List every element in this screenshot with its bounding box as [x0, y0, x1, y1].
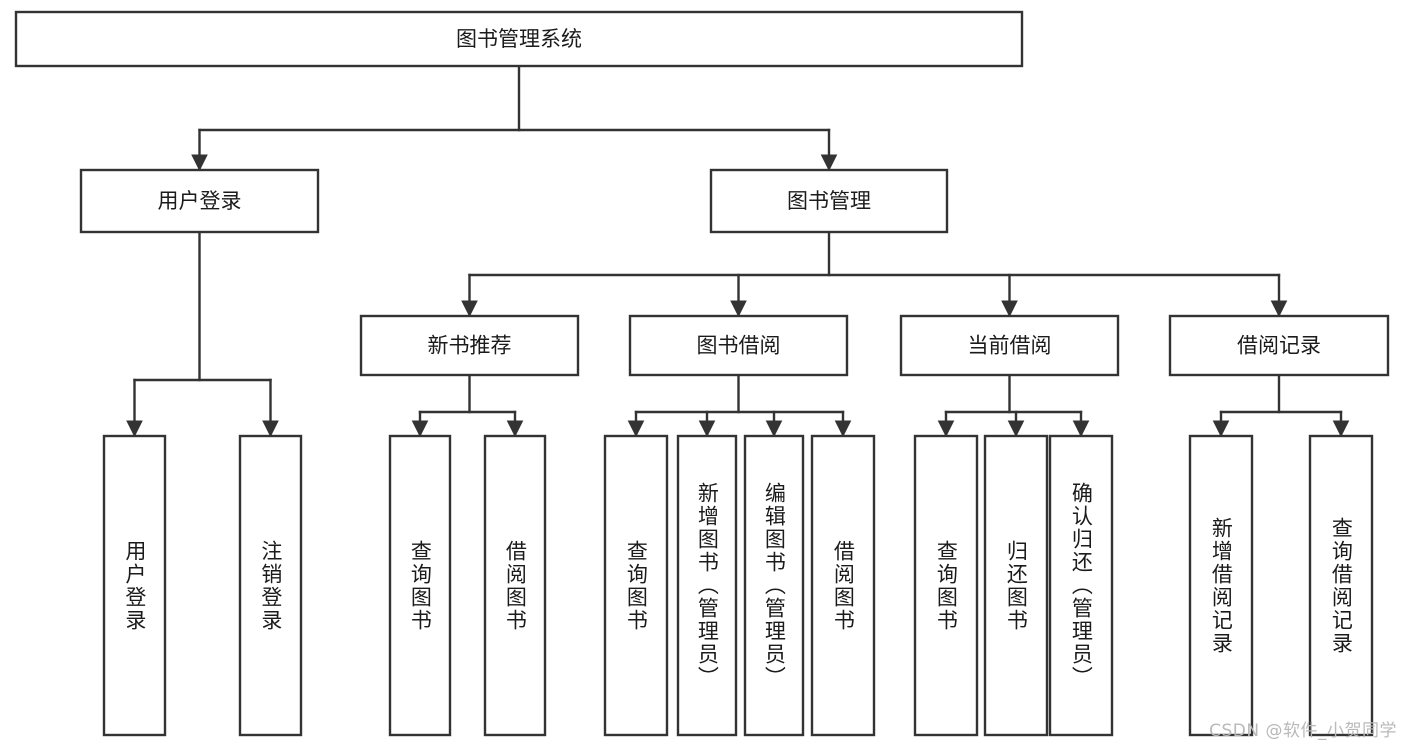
- leaf-box-leaf-return-book[interactable]: [983, 434, 1049, 737]
- leaf-box-leaf-logout-login[interactable]: [238, 434, 303, 737]
- node-label-borrow-record: 借阅记录: [1237, 334, 1321, 358]
- root-node-label: 图书管理系统: [456, 27, 582, 51]
- boxes-layer: [14, 10, 1390, 737]
- leaf-box-leaf-edit-book[interactable]: [743, 434, 805, 737]
- node-box-user-login[interactable]: [79, 168, 320, 234]
- leaf-box-leaf-query-book-1[interactable]: [388, 434, 452, 737]
- csdn-watermark: CSDN @软件_小贺同学: [1209, 721, 1397, 741]
- node-box-new-book-recommend[interactable]: [359, 314, 580, 377]
- node-box-borrow-record[interactable]: [1168, 314, 1390, 377]
- leaf-box-leaf-borrow-book-1[interactable]: [483, 434, 547, 737]
- node-label-new-book-recommend: 新书推荐: [428, 334, 512, 358]
- root-node-box[interactable]: [14, 10, 1024, 68]
- node-label-user-login: 用户登录: [158, 189, 242, 213]
- node-label-book-borrow: 图书借阅: [697, 334, 781, 358]
- leaf-box-leaf-borrow-book-2[interactable]: [810, 434, 876, 737]
- node-box-book-borrow[interactable]: [628, 314, 849, 377]
- leaf-box-leaf-query-book-3[interactable]: [913, 434, 979, 737]
- node-box-current-borrow[interactable]: [899, 314, 1120, 377]
- node-box-book-manage[interactable]: [709, 168, 949, 234]
- connectors-layer: [126, 64, 1350, 438]
- node-label-book-manage: 图书管理: [787, 189, 871, 213]
- leaf-box-leaf-confirm-return[interactable]: [1048, 434, 1114, 737]
- leaf-box-leaf-user-login[interactable]: [102, 434, 167, 737]
- leaf-box-leaf-add-record[interactable]: [1188, 434, 1254, 737]
- node-label-current-borrow: 当前借阅: [968, 334, 1052, 358]
- leaf-box-leaf-add-book[interactable]: [676, 434, 738, 737]
- leaf-box-leaf-query-record[interactable]: [1308, 434, 1374, 737]
- leaf-box-leaf-query-book-2[interactable]: [603, 434, 669, 737]
